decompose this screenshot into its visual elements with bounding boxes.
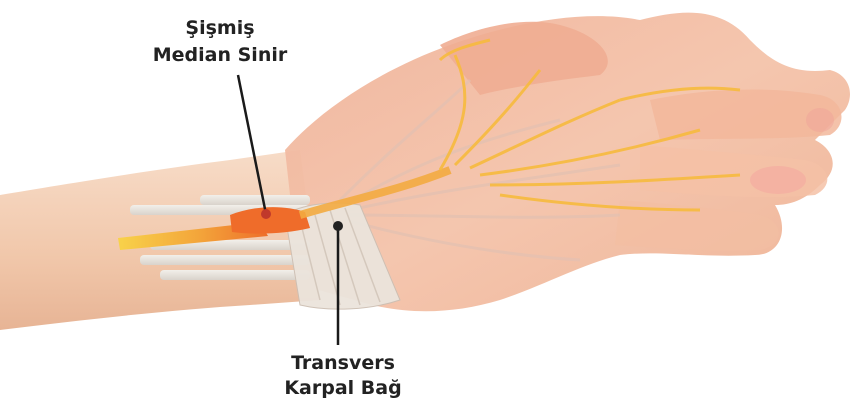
label-ligament-line2: Karpal Bağ: [284, 377, 401, 399]
label-swollen-nerve-line2: Median Sinir: [153, 44, 288, 66]
label-ligament-line1: Transvers: [291, 352, 395, 374]
label-swollen-nerve-line1: Şişmiş: [185, 17, 254, 39]
fingernail: [806, 108, 834, 132]
fingernail: [750, 166, 806, 194]
pointer-dot-ligament: [333, 221, 343, 231]
pointer-dot-nerve: [261, 209, 271, 219]
